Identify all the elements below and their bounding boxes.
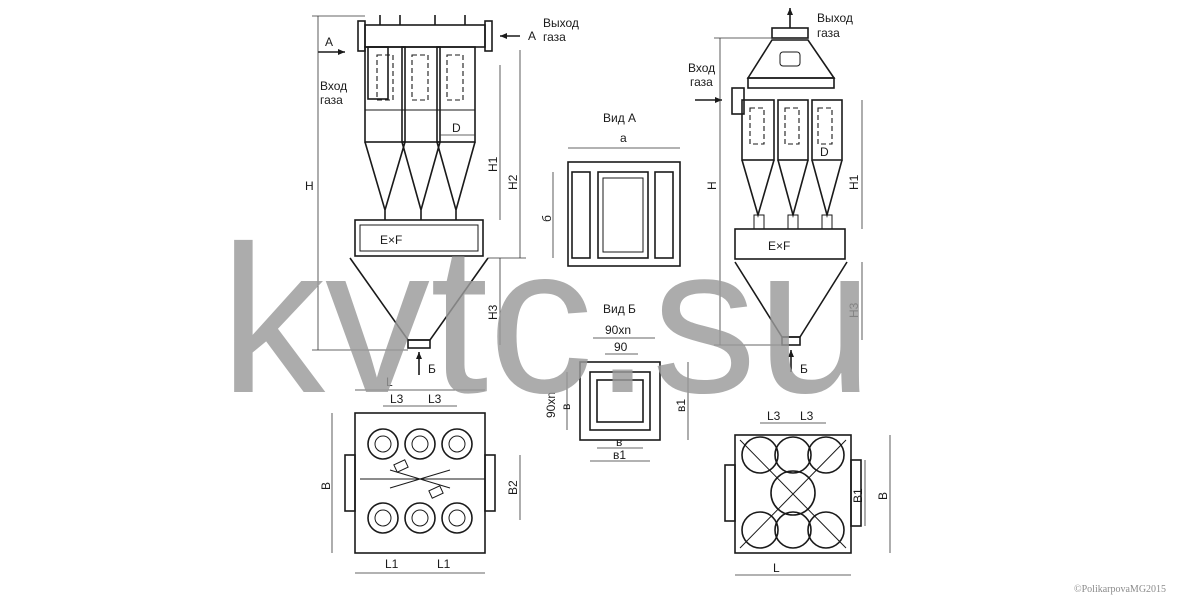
- right-width-b-label: B: [876, 492, 890, 500]
- gas-inlet-label-1: Вход: [320, 79, 347, 93]
- height-h1-label: H1: [486, 156, 500, 172]
- right-collector-size-label: E×F: [768, 239, 790, 253]
- length-l3-label-1: L3: [390, 392, 404, 406]
- width-b2-label: B2: [506, 480, 520, 495]
- view-b-v1-side-label: в1: [674, 399, 688, 412]
- view-a-width-label: а: [620, 131, 627, 145]
- right-front-view: Выход газа Вход газа D E×F Б: [688, 8, 863, 376]
- view-a: Вид А а б: [540, 111, 681, 267]
- gas-inlet-label-2: газа: [320, 93, 343, 107]
- right-length-l3-label-1: L3: [767, 409, 781, 423]
- right-height-h3-label: H3: [847, 302, 861, 318]
- length-l3-label-2: L3: [428, 392, 442, 406]
- right-diameter-label: D: [820, 145, 829, 159]
- view-b-v-side-label: в: [559, 404, 573, 410]
- view-b: Вид Б 90хn 90 90хn в в1 в в1: [544, 302, 689, 462]
- view-a-title: Вид А: [603, 111, 636, 125]
- copyright-notice: ©PolikarpovaMG2015: [1074, 584, 1166, 595]
- outlet-view-a-marker: A: [528, 29, 536, 43]
- height-h2-label: H2: [506, 174, 520, 190]
- view-b-v-label: в: [616, 435, 622, 449]
- height-h3-label: H3: [486, 304, 500, 320]
- right-gas-inlet-label-1: Вход: [688, 61, 715, 75]
- view-b-90xn-side-label: 90хn: [544, 392, 558, 418]
- right-height-h-label: H: [705, 181, 719, 190]
- diameter-label: D: [452, 121, 461, 135]
- length-l1-label-2: L1: [437, 557, 451, 571]
- gas-outlet-label-2: газа: [543, 30, 566, 44]
- view-b-90xn-label: 90хn: [605, 323, 631, 337]
- view-b-title: Вид Б: [603, 302, 636, 316]
- length-l-label: L: [386, 375, 393, 389]
- gas-outlet-label-1: Выход: [543, 16, 579, 30]
- view-b-marker: Б: [428, 362, 436, 376]
- view-b-v1-label: в1: [613, 448, 626, 462]
- view-b-90-label: 90: [614, 340, 628, 354]
- inlet-view-a-marker: A: [325, 35, 333, 49]
- right-width-b1-label: B1: [851, 488, 865, 503]
- view-a-height-label: б: [540, 215, 554, 222]
- right-gas-inlet-label-2: газа: [690, 75, 713, 89]
- right-gas-outlet-label-2: газа: [817, 26, 840, 40]
- left-plan-view: L L3 L3 L1 L1 B B2: [319, 375, 521, 574]
- right-length-l3-label-2: L3: [800, 409, 814, 423]
- left-front-view: A Вход газа A Выход газа Б E×F D H H1 H2…: [305, 15, 579, 376]
- height-h-label: H: [305, 179, 314, 193]
- watermark: kvtc.su: [220, 202, 873, 437]
- right-height-h1-label: H1: [847, 174, 861, 190]
- collector-size-label: E×F: [380, 233, 402, 247]
- right-plan-view: L3 L3 L B1 B: [724, 409, 891, 576]
- length-l1-label-1: L1: [385, 557, 399, 571]
- width-b-label: B: [319, 482, 333, 490]
- right-gas-outlet-label-1: Выход: [817, 11, 853, 25]
- right-length-l-label: L: [773, 561, 780, 575]
- right-view-b-marker: Б: [800, 362, 808, 376]
